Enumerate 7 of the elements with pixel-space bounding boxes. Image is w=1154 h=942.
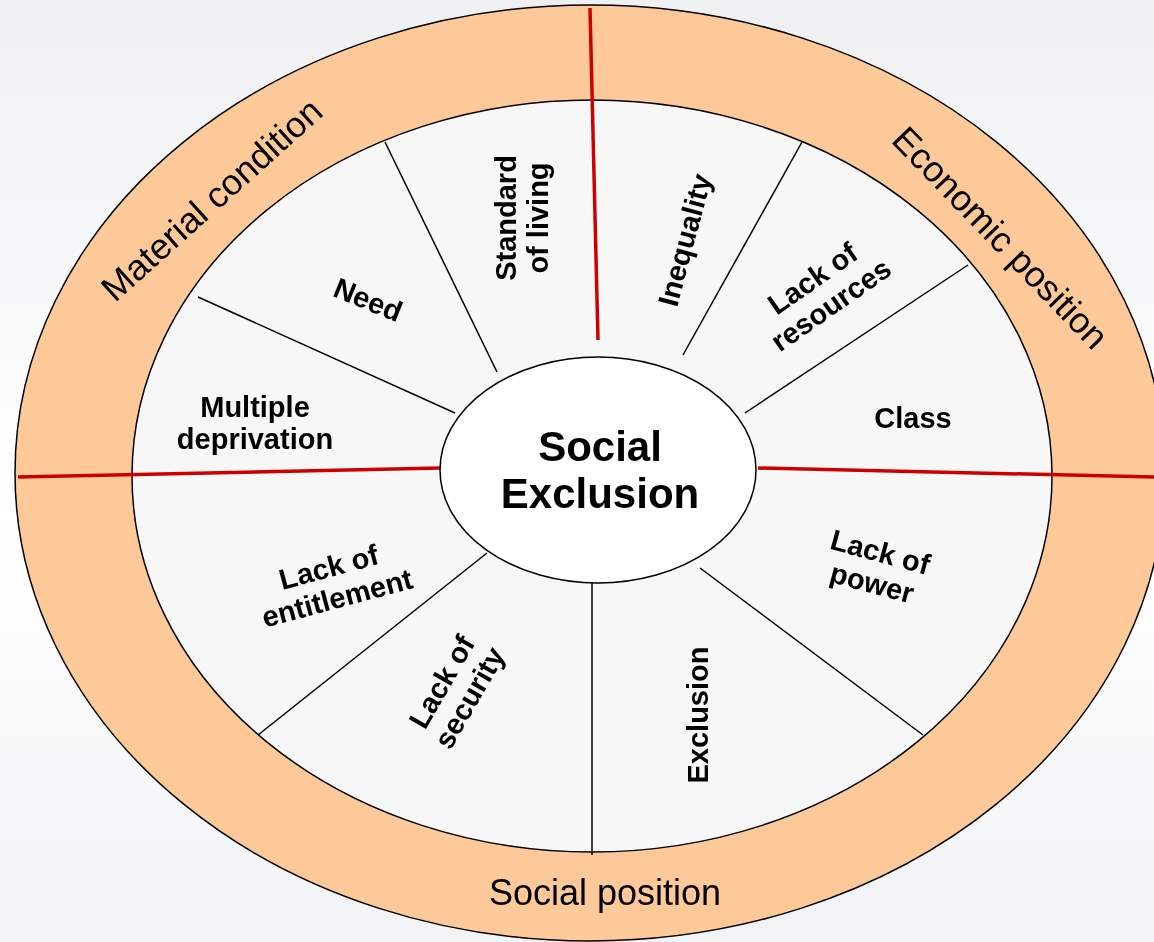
segment-label: Standard of living	[489, 143, 555, 293]
segment-label: Multiple deprivation	[150, 390, 360, 456]
segment-label: Exclusion	[681, 625, 715, 805]
segment-label: Lack of power	[809, 521, 943, 615]
segment-label: Need	[310, 264, 426, 336]
ring-label: Social position	[445, 872, 765, 914]
segment-label: Class	[858, 401, 968, 435]
